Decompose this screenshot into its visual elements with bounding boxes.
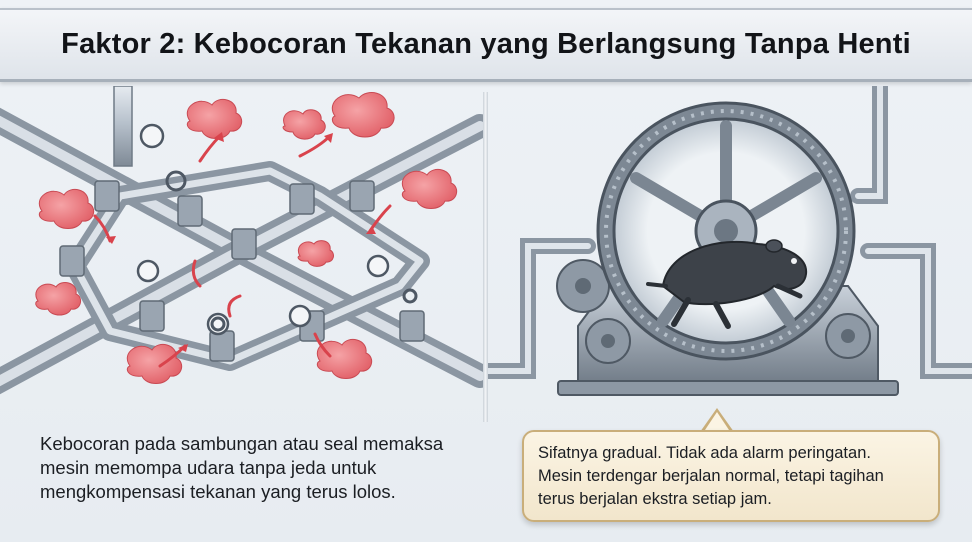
left-caption: Kebocoran pada sambungan atau seal memak… — [40, 432, 480, 504]
bubble-line: terus berjalan ekstra setiap jam. — [538, 490, 772, 508]
hamster-icon — [646, 239, 808, 329]
speech-bubble-tail-fill — [703, 412, 731, 433]
page-title: Faktor 2: Kebocoran Tekanan yang Berlang… — [61, 28, 911, 60]
left-caption-line: Kebocoran pada sambungan atau seal memak… — [40, 433, 444, 454]
bubble-line: Sifatnya gradual. Tidak ada alarm pering… — [538, 444, 871, 462]
bubble-line: Mesin terdengar berjalan normal, tetapi … — [538, 467, 884, 485]
speech-bubble: Sifatnya gradual. Tidak ada alarm pering… — [522, 430, 940, 522]
left-caption-line: mesin memompa udara tanpa jeda untuk — [40, 457, 377, 478]
leaking-pipe-network-icon — [0, 85, 492, 395]
hamster-wheel-machine-icon — [480, 78, 972, 396]
leaking-pipe-network-illustration — [0, 85, 492, 416]
hamster-wheel-illustration — [480, 78, 972, 416]
panel-divider — [483, 92, 488, 422]
title-bar: Faktor 2: Kebocoran Tekanan yang Berlang… — [0, 8, 972, 82]
left-caption-line: mengkompensasi tekanan yang terus lolos. — [40, 481, 396, 502]
